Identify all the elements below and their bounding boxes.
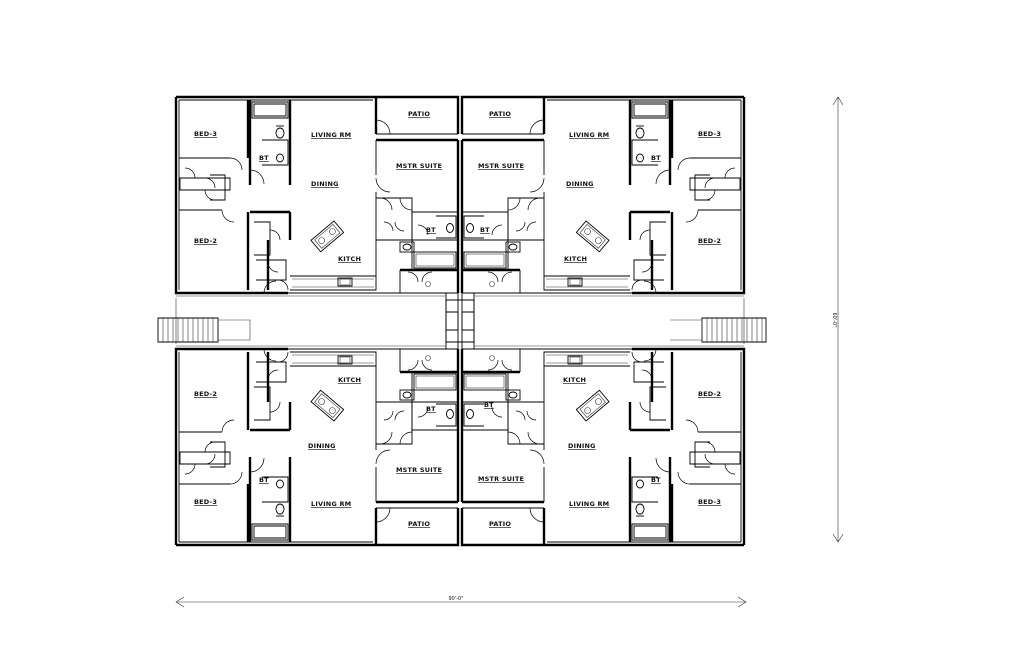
label-master-br: MSTR SUITE [478, 475, 524, 483]
label-mbath-tr: BT [480, 226, 490, 234]
label-dining-bl: DINING [308, 442, 336, 450]
label-patio-bl: PATIO [408, 520, 430, 528]
label-kitchen-tl: KITCH [338, 255, 361, 263]
label-bed3-bl: BED-3 [194, 498, 217, 506]
label-living-bl: LIVING RM [311, 500, 351, 508]
label-living-tl: LIVING RM [311, 131, 351, 139]
dimension-height: 60'-0" [831, 96, 844, 543]
label-bed2-tl: BED-2 [194, 237, 217, 245]
label-patio-br: PATIO [489, 520, 511, 528]
stair-right [670, 317, 767, 343]
label-bath-tr: BT [651, 154, 661, 162]
stair-left [157, 317, 251, 343]
label-patio-tr: PATIO [489, 110, 511, 118]
breezeway [175, 295, 745, 347]
label-bath-br: BT [651, 476, 661, 484]
label-mbath-tl: BT [426, 226, 436, 234]
label-kitchen-tr: KITCH [564, 255, 587, 263]
label-master-bl: MSTR SUITE [396, 466, 442, 474]
dimension-height-text: 60'-0" [831, 312, 837, 327]
label-bed3-tr: BED-3 [698, 130, 721, 138]
label-living-br: LIVING RM [569, 500, 609, 508]
label-dining-br: DINING [568, 442, 596, 450]
label-bed3-tl: BED-3 [194, 130, 217, 138]
label-bed2-tr: BED-2 [698, 237, 721, 245]
label-mbath-bl: BT [426, 405, 436, 413]
label-kitchen-br: KITCH [563, 376, 586, 384]
label-master-tr: MSTR SUITE [478, 162, 524, 170]
label-bed3-br: BED-3 [698, 498, 721, 506]
label-bath-bl: BT [259, 476, 269, 484]
label-living-tr: LIVING RM [569, 131, 609, 139]
label-bed2-bl: BED-2 [194, 390, 217, 398]
label-dining-tr: DINING [566, 180, 594, 188]
label-bath-tl: BT [259, 154, 269, 162]
label-patio-tl: PATIO [408, 110, 430, 118]
label-dining-tl: DINING [311, 180, 339, 188]
label-mbath-br: BT [484, 401, 494, 409]
dimension-width-text: 90'-0" [448, 596, 463, 602]
label-bed2-br: BED-2 [698, 390, 721, 398]
unit-bottom-right [460, 310, 746, 547]
label-kitchen-bl: KITCH [338, 376, 361, 384]
label-master-tl: MSTR SUITE [396, 162, 442, 170]
unit-bottom-left [174, 310, 460, 547]
dimension-width: 90'-0" [175, 596, 747, 608]
